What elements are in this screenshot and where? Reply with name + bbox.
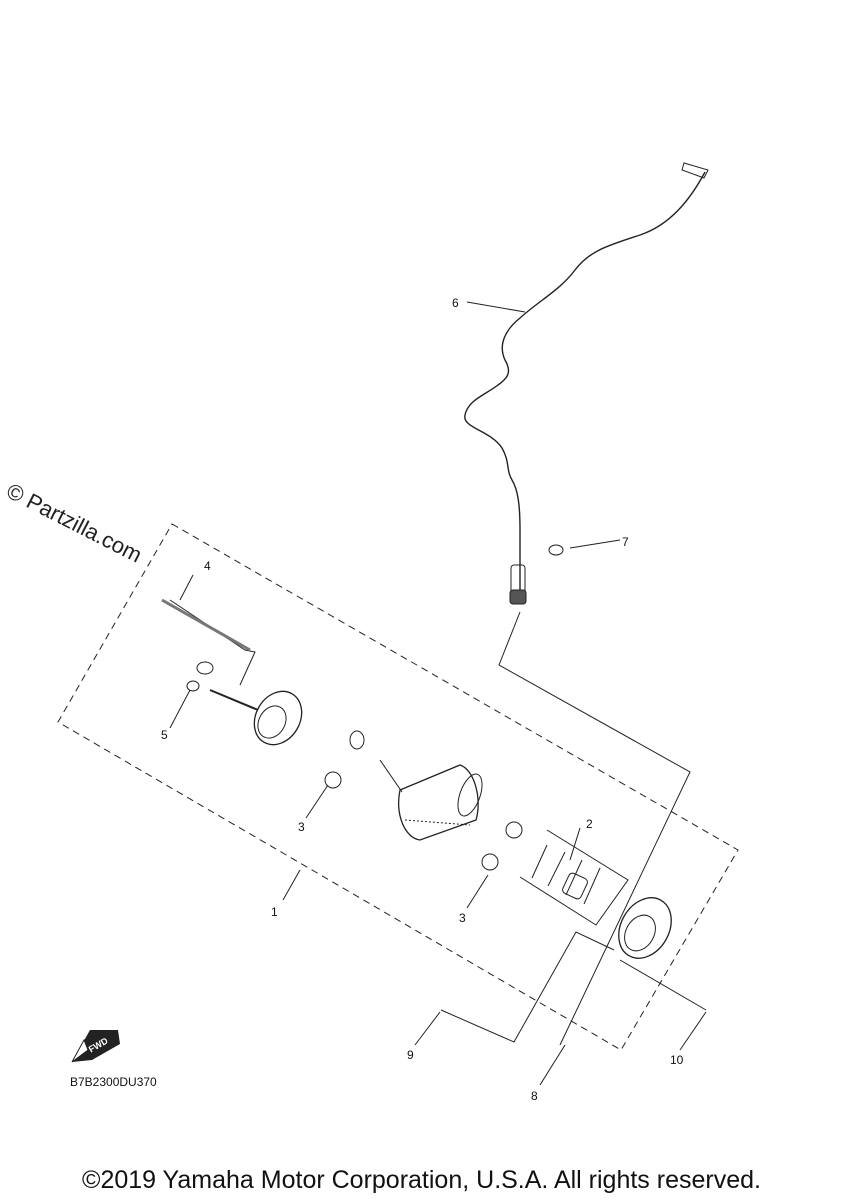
leader-10 bbox=[679, 1011, 707, 1051]
o-ring-part bbox=[196, 661, 214, 675]
callout-1: 1 bbox=[271, 905, 278, 919]
callout-3a: 3 bbox=[298, 820, 305, 834]
leader-6 bbox=[466, 301, 526, 313]
callout-9: 9 bbox=[407, 1048, 414, 1062]
bracket-line-9 bbox=[440, 931, 615, 1043]
callout-4: 4 bbox=[204, 559, 211, 573]
leader-2 bbox=[569, 827, 581, 861]
cable-end bbox=[681, 162, 709, 179]
cable-connector bbox=[509, 589, 527, 605]
fwd-arrow-icon bbox=[71, 1030, 120, 1063]
assembly-outline bbox=[57, 523, 739, 1051]
bolt-part bbox=[161, 598, 251, 652]
leader-4 bbox=[179, 574, 194, 601]
washer-part-c bbox=[505, 821, 523, 839]
leader-7 bbox=[569, 539, 621, 549]
leader-9 bbox=[414, 1011, 441, 1046]
clip-part bbox=[548, 544, 564, 556]
callout-10: 10 bbox=[670, 1053, 684, 1067]
bolt-line-10 bbox=[619, 959, 707, 1011]
rear-cover-part bbox=[618, 897, 672, 959]
callout-5: 5 bbox=[161, 728, 168, 742]
front-cover-part bbox=[253, 690, 303, 746]
motor-body-part bbox=[398, 764, 479, 841]
leader-8 bbox=[539, 1044, 566, 1086]
callout-6: 6 bbox=[452, 296, 459, 310]
cable bbox=[464, 171, 706, 592]
callout-8: 8 bbox=[531, 1089, 538, 1103]
front-cover-inner bbox=[257, 705, 287, 739]
callout-7: 7 bbox=[622, 535, 629, 549]
brush-holder-part bbox=[562, 872, 588, 900]
washer-part-d bbox=[481, 853, 499, 871]
callout-3b: 3 bbox=[459, 911, 466, 925]
diagram-code: B7B2300DU370 bbox=[70, 1075, 157, 1089]
leader-1 bbox=[282, 869, 301, 901]
o-ring-part-2 bbox=[186, 680, 200, 692]
leader-5 bbox=[169, 689, 191, 729]
leader-3a bbox=[305, 784, 329, 819]
callout-2: 2 bbox=[586, 817, 593, 831]
washer-part-b bbox=[324, 771, 342, 789]
bracket-line-2 bbox=[519, 829, 629, 926]
copyright-notice: ©2019 Yamaha Motor Corporation, U.S.A. A… bbox=[82, 1166, 761, 1194]
bracket-line-6 bbox=[498, 611, 691, 1046]
washer-part-a bbox=[349, 730, 365, 750]
leader-3b bbox=[466, 874, 489, 909]
